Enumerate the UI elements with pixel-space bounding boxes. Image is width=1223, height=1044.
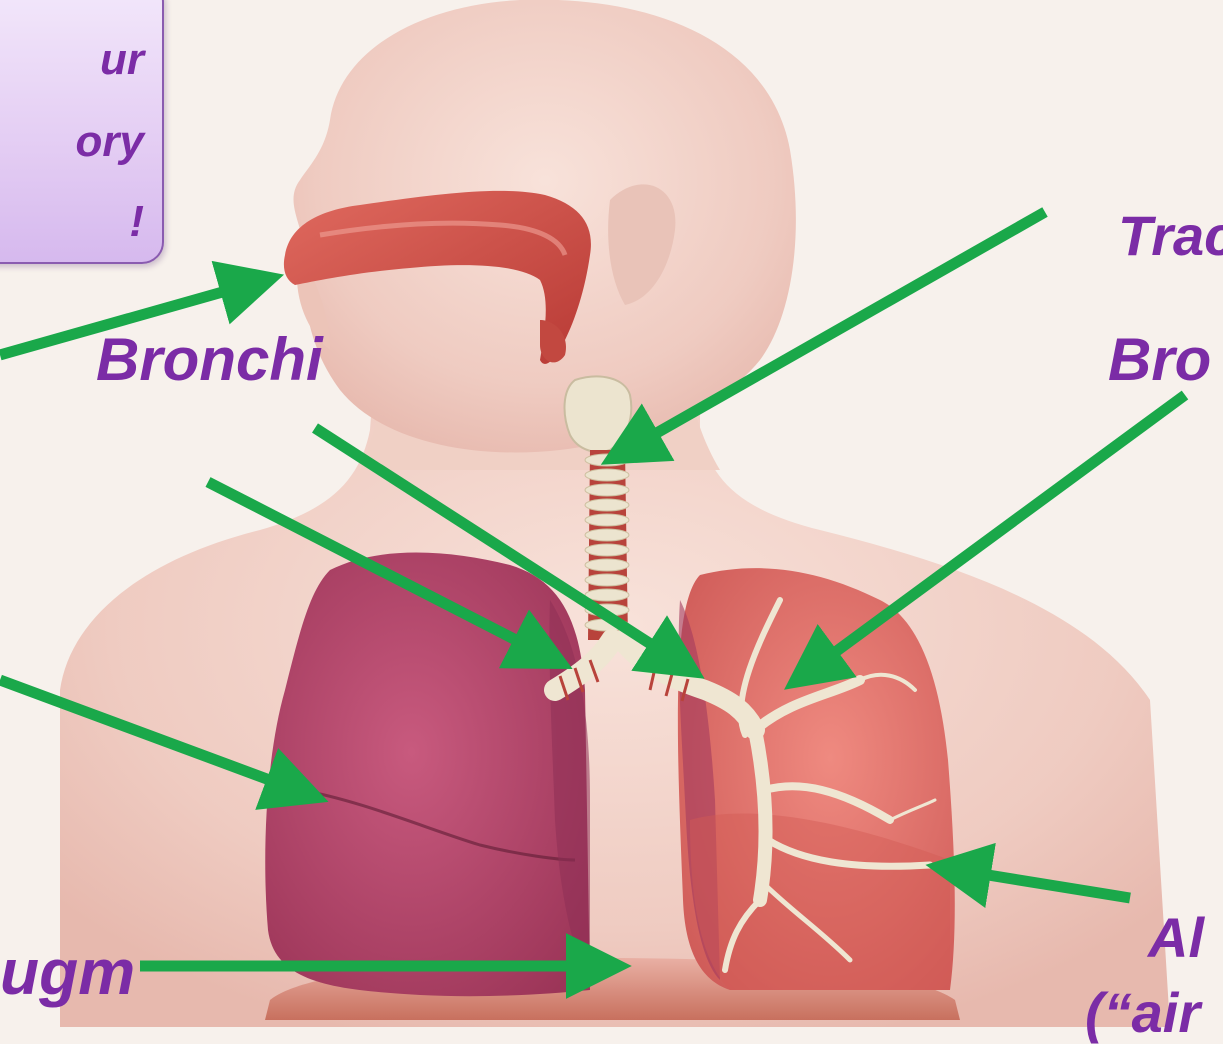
callout-box: ur ory ! <box>0 0 164 264</box>
trachea-ring <box>585 484 629 496</box>
label-alveoli: Al <box>1148 910 1204 966</box>
trachea-ring <box>585 529 629 541</box>
lung-left <box>265 553 590 997</box>
trachea-ring <box>585 469 629 481</box>
callout-line-3: ! <box>129 200 144 244</box>
callout-line-1: ur <box>100 38 144 82</box>
trachea-ring <box>585 544 629 556</box>
label-diaphragm: ugm <box>0 940 135 1004</box>
trachea-ring <box>585 559 629 571</box>
trachea-ring <box>585 514 629 526</box>
label-alveoli-note: (“air <box>1085 985 1200 1041</box>
label-trachea: Trac <box>1118 208 1223 264</box>
trachea-ring <box>585 589 629 601</box>
label-bronchi-right: Bro <box>1108 330 1211 390</box>
trachea-ring <box>585 499 629 511</box>
larynx <box>565 376 632 451</box>
callout-line-2: ory <box>76 120 144 164</box>
label-bronchi-left: Bronchi <box>96 330 323 390</box>
trachea-ring <box>585 574 629 586</box>
